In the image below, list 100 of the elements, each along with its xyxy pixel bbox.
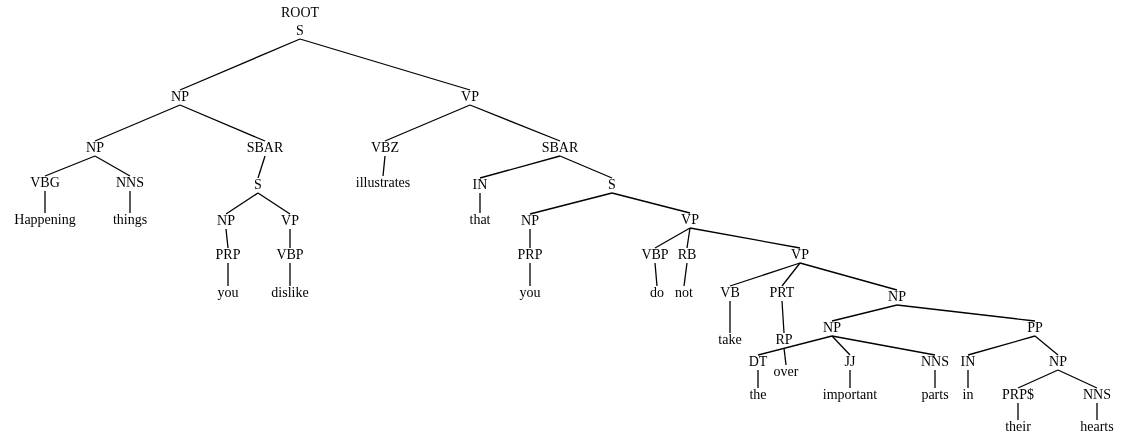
tree-node-label: NP bbox=[1049, 354, 1067, 370]
tree-branch bbox=[257, 192, 291, 215]
tree-node-label: PRP$ bbox=[1002, 387, 1034, 403]
tree-node-label: VP bbox=[461, 89, 479, 105]
tree-node-label: NNS bbox=[116, 175, 144, 191]
tree-branch bbox=[299, 38, 471, 91]
tree-node-label: their bbox=[1005, 419, 1031, 435]
tree-node-label: illustrates bbox=[355, 175, 411, 191]
tree-node-label: important bbox=[822, 387, 878, 403]
tree-branch bbox=[896, 304, 1036, 322]
tree-node-label: NP bbox=[171, 89, 189, 105]
tree-branch bbox=[179, 38, 301, 91]
tree-branch bbox=[729, 300, 731, 334]
tree-branch bbox=[44, 155, 96, 177]
tree-branch bbox=[225, 192, 259, 215]
tree-node-label: VP bbox=[281, 213, 299, 229]
tree-node-label: PRP bbox=[215, 247, 241, 263]
tree-node-label: S bbox=[296, 23, 304, 39]
tree-branch bbox=[44, 190, 46, 214]
tree-node-label: not bbox=[675, 285, 693, 301]
tree-node-label: VP bbox=[681, 212, 699, 228]
tree-branch bbox=[559, 155, 613, 179]
tree-node-label: RP bbox=[775, 332, 793, 348]
tree-node-label: VB bbox=[720, 285, 740, 301]
tree-node-label: DT bbox=[748, 354, 768, 370]
tree-branch bbox=[831, 335, 936, 356]
tree-node-label: SBAR bbox=[246, 140, 284, 156]
tree-branch bbox=[757, 369, 759, 389]
tree-node-label: IN bbox=[472, 177, 488, 193]
tree-branch bbox=[783, 347, 787, 366]
tree-branch bbox=[689, 227, 801, 249]
tree-branch bbox=[1017, 369, 1059, 389]
tree-branch bbox=[654, 262, 658, 287]
tree-node-label: dislike bbox=[271, 285, 309, 301]
tree-branch bbox=[831, 335, 851, 356]
tree-branch bbox=[611, 192, 691, 214]
tree-node-label: PRP bbox=[517, 247, 543, 263]
tree-node-label: IN bbox=[960, 354, 976, 370]
tree-branch bbox=[757, 335, 833, 356]
tree-branch bbox=[849, 369, 851, 389]
tree-node-label: NP bbox=[888, 289, 906, 305]
tree-node-label: VP bbox=[791, 247, 809, 263]
tree-node-label: RB bbox=[677, 247, 697, 263]
tree-node-label: JJ bbox=[844, 354, 856, 370]
tree-node-label: hearts bbox=[1080, 419, 1114, 435]
tree-node-label: ROOT bbox=[280, 5, 320, 21]
tree-node-label: NNS bbox=[921, 354, 949, 370]
tree-node-label: that bbox=[469, 212, 491, 228]
tree-branch bbox=[683, 262, 688, 287]
tree-branch bbox=[289, 228, 291, 249]
tree-branch bbox=[934, 369, 936, 389]
tree-node-label: the bbox=[749, 387, 767, 403]
tree-node-label: Happening bbox=[14, 212, 76, 228]
tree-node-label: you bbox=[519, 285, 541, 301]
tree-branch bbox=[686, 227, 691, 249]
tree-branch bbox=[729, 262, 801, 287]
tree-node-label: NP bbox=[823, 320, 841, 336]
tree-branch bbox=[479, 192, 481, 214]
tree-node-label: things bbox=[112, 212, 148, 228]
tree-node-label: SBAR bbox=[541, 140, 579, 156]
tree-node-label: PRT bbox=[769, 285, 795, 301]
tree-branch bbox=[227, 262, 229, 287]
tree-node-label: over bbox=[773, 364, 799, 380]
tree-node-label: take bbox=[718, 332, 742, 348]
tree-branch bbox=[529, 262, 531, 287]
tree-node-label: VBP bbox=[641, 247, 669, 263]
tree-node-label: NP bbox=[521, 213, 539, 229]
tree-branch bbox=[384, 104, 471, 142]
tree-node-label: S bbox=[608, 177, 616, 193]
tree-node-label: do bbox=[650, 285, 664, 301]
tree-node-label: NNS bbox=[1083, 387, 1111, 403]
tree-branch bbox=[94, 155, 131, 177]
tree-branch bbox=[1017, 402, 1019, 421]
tree-branch bbox=[967, 369, 969, 389]
tree-branch bbox=[479, 155, 561, 179]
tree-node-label: PP bbox=[1027, 320, 1043, 336]
tree-node-label: in bbox=[962, 387, 974, 403]
tree-branch bbox=[529, 228, 531, 249]
tree-branch bbox=[469, 104, 561, 142]
tree-branch bbox=[289, 262, 291, 287]
tree-branch bbox=[781, 262, 801, 287]
tree-node-label: NP bbox=[86, 140, 104, 156]
tree-branch bbox=[781, 300, 785, 334]
tree-branch bbox=[799, 262, 898, 291]
tree-branch bbox=[94, 104, 181, 142]
tree-branch bbox=[1057, 369, 1098, 389]
tree-branch bbox=[1096, 402, 1098, 421]
tree-node-label: you bbox=[217, 285, 239, 301]
tree-node-label: VBG bbox=[30, 175, 60, 191]
tree-branch bbox=[967, 335, 1036, 356]
tree-branch bbox=[225, 228, 229, 249]
tree-branch bbox=[1034, 335, 1059, 356]
tree-branch bbox=[654, 227, 691, 249]
tree-branch bbox=[179, 104, 266, 142]
tree-branch bbox=[529, 192, 613, 215]
tree-branch bbox=[129, 190, 131, 214]
tree-node-label: VBP bbox=[276, 247, 304, 263]
tree-node-label: S bbox=[254, 177, 262, 193]
tree-branch bbox=[831, 304, 898, 322]
tree-node-label: VBZ bbox=[371, 140, 399, 156]
